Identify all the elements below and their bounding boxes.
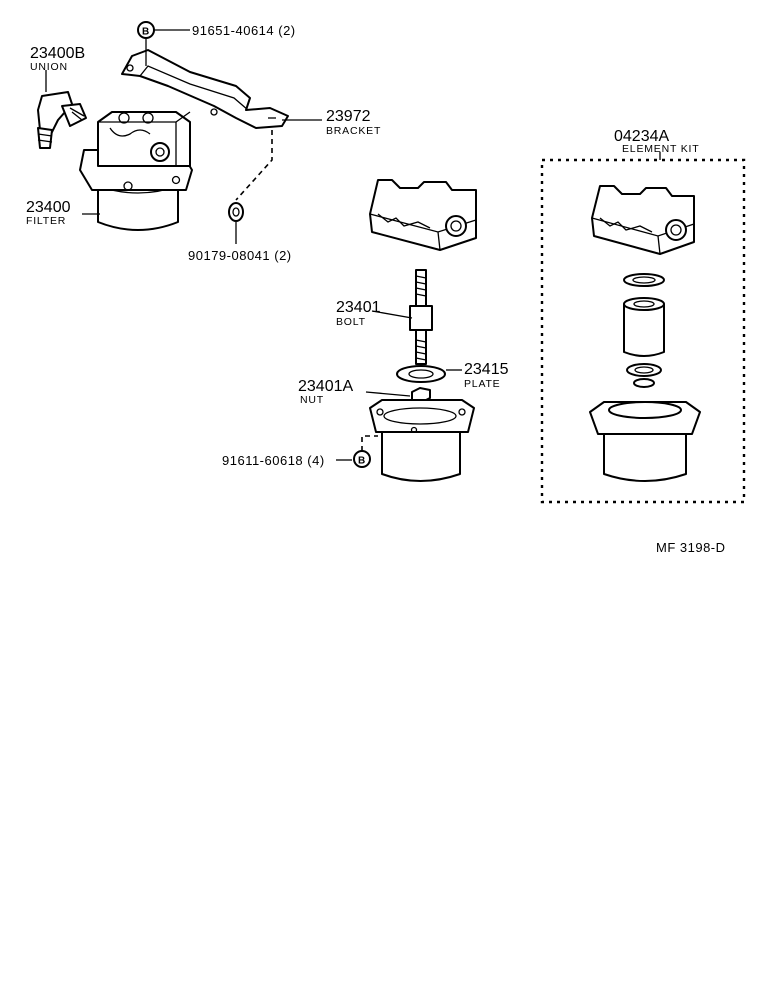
union-fitting bbox=[37, 91, 87, 149]
plate-part-number: 23415 bbox=[464, 361, 509, 378]
callout-b-top: B bbox=[142, 27, 150, 38]
union-name: UNION bbox=[30, 61, 68, 73]
screw-bottom-part-number: 91611-60618 (4) bbox=[222, 453, 325, 468]
kit-ring bbox=[626, 363, 662, 388]
filter-assembly bbox=[79, 111, 193, 231]
side-nut-part bbox=[228, 202, 244, 222]
nut-name: NUT bbox=[300, 394, 324, 406]
nut-part-number: 23401A bbox=[298, 378, 353, 395]
figure-code: MF 3198-D bbox=[656, 540, 726, 555]
union-part-number: 23400B bbox=[30, 45, 85, 62]
kit-head-block bbox=[591, 185, 695, 255]
element-kit-name: ELEMENT KIT bbox=[622, 143, 699, 155]
screw-top-symbol: B bbox=[137, 21, 155, 39]
nut-side-part-number: 90179-08041 (2) bbox=[188, 248, 292, 263]
element-kit-part-number: 04234A bbox=[614, 128, 669, 145]
bracket-part-number: 23972 bbox=[326, 108, 371, 125]
bolt-name: BOLT bbox=[336, 316, 366, 328]
bowl-part bbox=[369, 399, 475, 482]
bracket-name: BRACKET bbox=[326, 125, 381, 137]
kit-element bbox=[623, 297, 665, 357]
filter-name: FILTER bbox=[26, 215, 66, 227]
filter-part-number: 23400 bbox=[26, 199, 71, 216]
screw-top-part-number: 91651-40614 (2) bbox=[192, 23, 296, 38]
callout-b-bottom: B bbox=[358, 456, 366, 467]
head-block-part bbox=[369, 179, 477, 251]
screw-bottom-symbol: B bbox=[353, 450, 371, 468]
bolt-part bbox=[409, 269, 433, 365]
bolt-part-number: 23401 bbox=[336, 299, 381, 316]
kit-gasket-top bbox=[623, 273, 665, 287]
kit-bowl bbox=[589, 401, 701, 482]
bracket-part bbox=[121, 49, 289, 129]
plate-name: PLATE bbox=[464, 378, 500, 390]
plate-part bbox=[396, 365, 446, 383]
